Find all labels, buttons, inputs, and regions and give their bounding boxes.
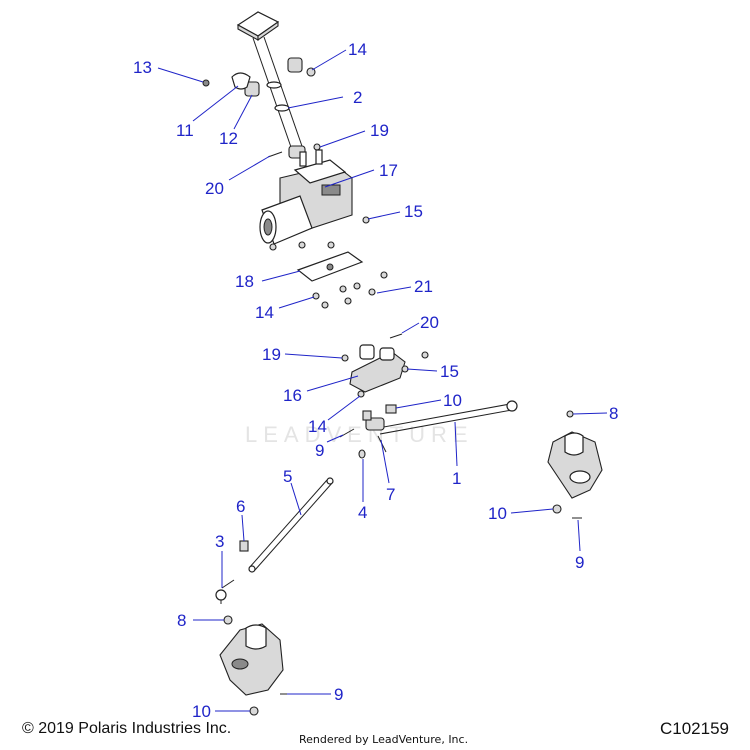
callout-19a: 19 [370, 121, 389, 140]
bushing-12-part [244, 57, 303, 97]
bolt-13-part [202, 79, 210, 87]
callout-9a: 9 [315, 441, 324, 460]
callout-10a: 10 [443, 391, 462, 410]
bracket-16-part [349, 344, 406, 393]
bolt-20-part [267, 151, 283, 158]
mounting-plate-part [296, 251, 364, 282]
leader-18 [261, 270, 301, 282]
leader-20b [401, 322, 420, 334]
nut-14c-part [357, 390, 365, 398]
leader-9b [577, 519, 581, 552]
nut-14-part [306, 67, 316, 77]
callout-9b: 9 [575, 553, 584, 572]
leader-16 [306, 375, 359, 392]
callout-14a: 14 [348, 40, 367, 59]
callout-14c: 14 [308, 417, 327, 436]
callout-16: 16 [283, 386, 302, 405]
leader-11 [192, 85, 239, 122]
copyright-text: © 2019 Polaris Industries Inc. [22, 720, 232, 737]
diagram-code: C102159 [660, 719, 730, 738]
leader-9a [326, 434, 344, 443]
leader-5 [290, 482, 302, 516]
callout-17: 17 [379, 161, 398, 180]
watermark-text: LEADVENTURE [245, 422, 474, 447]
leader-17 [324, 169, 375, 188]
leader-20a [228, 155, 271, 181]
knuckle-left-part [219, 623, 284, 696]
leader-7 [380, 439, 390, 484]
leader-21 [376, 286, 412, 294]
callout-8a: 8 [609, 404, 618, 423]
leader-13 [157, 67, 204, 83]
clamp-11-part [231, 72, 251, 90]
bolt-a-part [269, 243, 277, 251]
leader-8a [572, 412, 608, 415]
nut-14b-part [312, 292, 320, 300]
nut-10b-part [552, 504, 562, 514]
callout-12: 12 [219, 129, 238, 148]
callout-10b: 10 [488, 504, 507, 523]
callout-19b: 19 [262, 345, 281, 364]
callout-2: 2 [353, 88, 362, 107]
callout-10c: 10 [192, 702, 211, 721]
steering-column-part [236, 11, 306, 159]
tie-rod-1-part [365, 400, 518, 435]
bolt-20b-part [389, 333, 403, 339]
power-steering-unit-part [259, 149, 353, 245]
leader-19a [319, 130, 366, 148]
callout-20a: 20 [205, 179, 224, 198]
ball-joint-3-part [215, 579, 235, 604]
nut-19b-part [341, 354, 349, 362]
leader-2 [287, 96, 344, 109]
leader-14b [278, 296, 315, 309]
callout-5: 5 [283, 467, 292, 486]
callout-7: 7 [386, 485, 395, 504]
callout-13: 13 [133, 58, 152, 77]
bolt-c-part [327, 241, 335, 249]
leader-10b [510, 508, 554, 514]
callout-4: 4 [358, 503, 367, 522]
nut-c-part [421, 351, 429, 359]
leader-15a [367, 211, 401, 220]
leader-6 [241, 514, 245, 542]
callout-3: 3 [215, 532, 224, 551]
callout-18: 18 [235, 272, 254, 291]
callout-15a: 15 [404, 202, 423, 221]
leader-15b [406, 368, 438, 372]
callout-6: 6 [236, 497, 245, 516]
bolt-15-part [362, 216, 370, 224]
plate-bolts-21-part [321, 271, 388, 309]
nut-19-part [313, 143, 321, 151]
callout-8b: 8 [177, 611, 186, 630]
callout-11: 11 [176, 121, 194, 140]
knuckle-right-part [547, 431, 603, 499]
callout-1: 1 [452, 469, 461, 488]
leader-14c [327, 395, 361, 421]
callout-9c: 9 [334, 685, 343, 704]
leader-1 [454, 421, 458, 467]
callout-14b: 14 [255, 303, 274, 322]
nut-8b-part [223, 615, 233, 625]
stud-10a-part [362, 410, 372, 421]
leader-12 [233, 94, 253, 130]
nut-8a-part [566, 410, 574, 418]
nut-10c-part [249, 706, 259, 716]
tie-rod-5-part [248, 477, 334, 573]
clamp-6-part [239, 540, 249, 552]
bolt-b-part [298, 241, 306, 249]
nut-4-part [358, 449, 366, 459]
leader-10a [395, 399, 442, 409]
callout-21: 21 [414, 277, 433, 296]
leader-14a [311, 49, 347, 71]
leader-19b [284, 353, 343, 359]
callout-20b: 20 [420, 313, 439, 332]
rendered-by-text: Rendered by LeadVenture, Inc. [299, 733, 469, 746]
callout-15b: 15 [440, 362, 459, 381]
